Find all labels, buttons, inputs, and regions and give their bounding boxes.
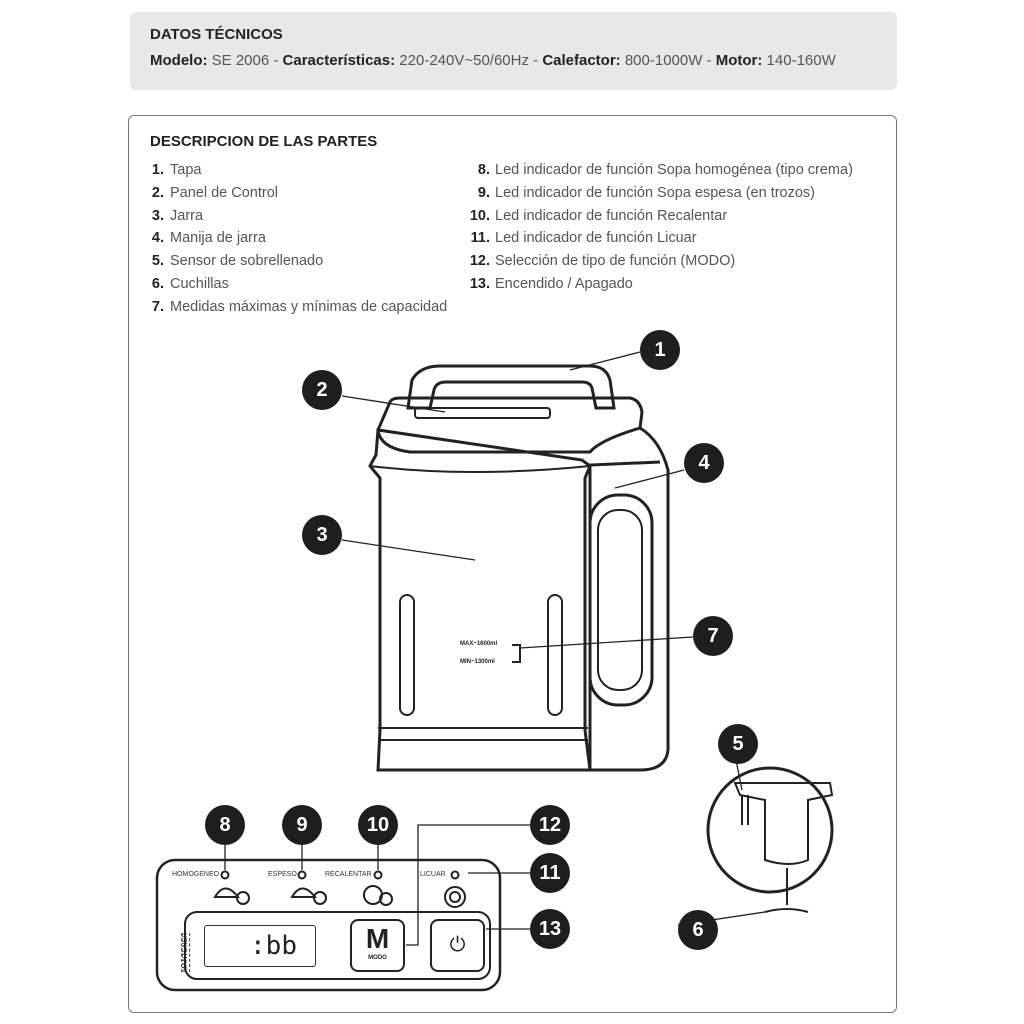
callout-3: 3 bbox=[302, 515, 342, 555]
callout-4: 4 bbox=[684, 443, 724, 483]
mode-label: MODO bbox=[368, 955, 387, 961]
spec-label-motor: Motor: bbox=[715, 52, 763, 69]
spec-label-model: Modelo: bbox=[150, 52, 208, 69]
callout-13: 13 bbox=[530, 909, 570, 949]
technical-data-title: DATOS TÉCNICOS bbox=[150, 26, 283, 43]
led-label-licuar: LICUAR bbox=[420, 871, 446, 878]
power-icon: ⏻ bbox=[449, 934, 466, 956]
technical-data-box: DATOS TÉCNICOS Modelo: SE 2006 - Caracte… bbox=[130, 12, 897, 90]
callout-7: 7 bbox=[693, 616, 733, 656]
part-item: 9.Led indicador de función Sopa espesa (… bbox=[477, 185, 816, 201]
spec-value-motor: 140-160W bbox=[762, 52, 836, 69]
callout-5: 5 bbox=[718, 724, 758, 764]
spec-label-heater: Calefactor: bbox=[542, 52, 621, 69]
part-item: 3.Jarra bbox=[151, 208, 204, 224]
mode-letter: M bbox=[365, 923, 390, 954]
handle-window bbox=[588, 493, 654, 707]
part-item: 7.Medidas máximas y mínimas de capacidad bbox=[151, 299, 448, 315]
lid bbox=[376, 396, 644, 454]
callout-11: 11 bbox=[530, 853, 570, 893]
display: :bb bbox=[204, 925, 316, 967]
parts-description-box: DESCRIPCION DE LAS PARTES bbox=[128, 115, 897, 1013]
led-label-homogeneo: HOMOGENEO bbox=[172, 871, 220, 878]
control-panel bbox=[155, 858, 502, 992]
spec-label-features: Características: bbox=[282, 52, 396, 69]
callout-10: 10 bbox=[358, 805, 398, 845]
spec-value-features: 220-240V~50/60Hz - bbox=[395, 52, 543, 69]
mantener-label: MANTENER bbox=[181, 932, 191, 973]
jug-body bbox=[368, 428, 592, 772]
power-button[interactable]: ⏻ bbox=[430, 919, 485, 972]
part-item: 4.Manija de jarra bbox=[151, 230, 266, 246]
spec-value-model: SE 2006 - bbox=[207, 52, 283, 69]
callout-2: 2 bbox=[302, 370, 342, 410]
led-label-espeso: ESPESO bbox=[268, 871, 297, 878]
part-item: 10.Led indicador de función Recalentar bbox=[469, 208, 728, 224]
technical-specs: Modelo: SE 2006 - Características: 220-2… bbox=[150, 52, 836, 69]
part-item: 2.Panel de Control bbox=[151, 185, 279, 201]
callout-1: 1 bbox=[640, 330, 680, 370]
spec-value-heater: 800-1000W - bbox=[620, 52, 716, 69]
parts-title: DESCRIPCION DE LAS PARTES bbox=[150, 133, 378, 150]
min-capacity-mark: MIN~1300ml bbox=[460, 659, 495, 665]
part-item: 1.Tapa bbox=[151, 162, 202, 178]
callout-9: 9 bbox=[282, 805, 322, 845]
part-item: 5.Sensor de sobrellenado bbox=[151, 253, 324, 269]
callout-12: 12 bbox=[530, 805, 570, 845]
part-item: 11.Led indicador de función Licuar bbox=[470, 230, 697, 246]
max-capacity-mark: MAX~1600ml bbox=[460, 641, 498, 647]
lid-handle bbox=[406, 364, 616, 410]
callout-8: 8 bbox=[205, 805, 245, 845]
part-item: 8.Led indicador de función Sopa homogéne… bbox=[477, 162, 853, 178]
part-item: 12.Selección de tipo de función (MODO) bbox=[469, 253, 736, 269]
licuar-icon bbox=[444, 886, 466, 908]
detail-circle bbox=[706, 766, 834, 894]
part-item: 13.Encendido / Apagado bbox=[469, 276, 633, 292]
jug-handle bbox=[588, 426, 670, 772]
part-item: 6.Cuchillas bbox=[151, 276, 229, 292]
callout-6: 6 bbox=[678, 910, 718, 950]
led-label-recalentar: RECALENTAR bbox=[325, 871, 372, 878]
